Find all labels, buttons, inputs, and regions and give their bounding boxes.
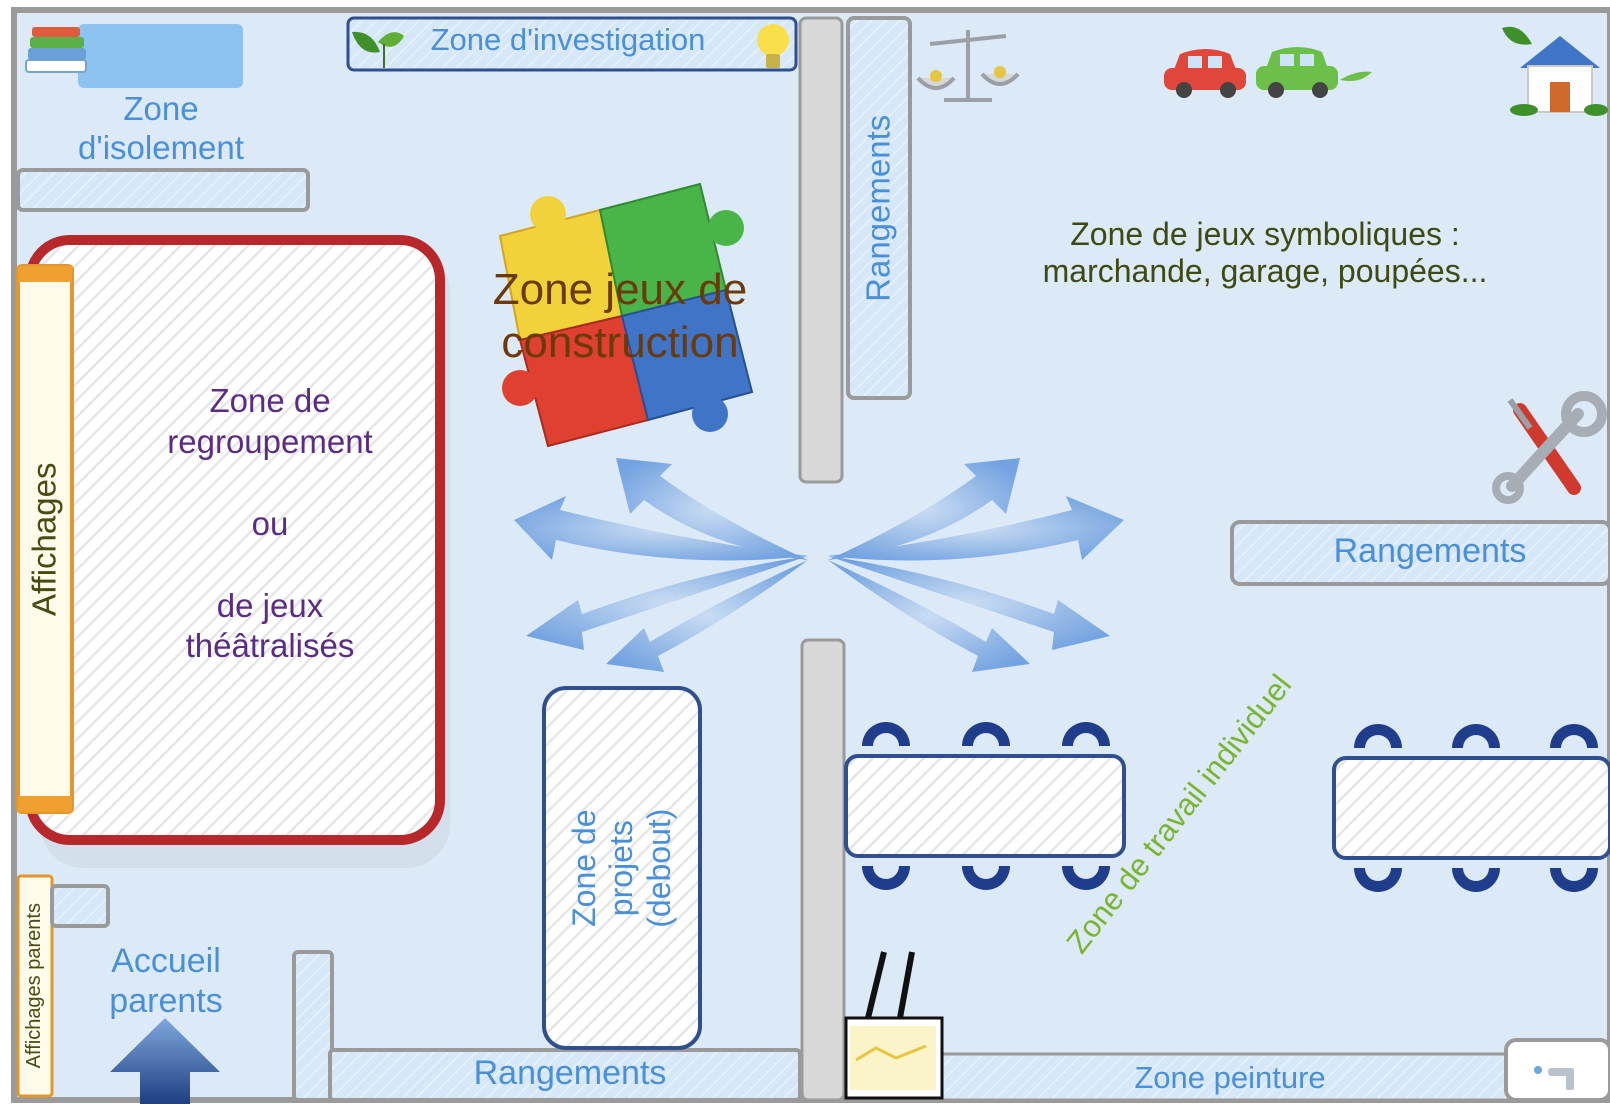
leaf-icon [352, 31, 404, 68]
work-table-left [844, 754, 1126, 858]
faucet-icon [1534, 1066, 1574, 1090]
zone-investigation-label: Zone d'investigation [430, 22, 706, 57]
top-middle-storage-label-wrap: Rangements [848, 18, 910, 398]
affichages-label-wrap: Affichages [18, 266, 72, 812]
isolement-shelf [16, 168, 310, 212]
affichages-parents-label-wrap: Affichages parents [18, 876, 52, 1096]
affichages-label: Affichages [25, 462, 63, 616]
puzzle-icon [498, 182, 754, 448]
chair-top [1354, 724, 1402, 748]
bottom-storage-post [292, 950, 334, 1102]
zone-construction-label: Zone jeux de construction [492, 265, 748, 367]
small-shelf [50, 884, 110, 928]
house-icon [1502, 26, 1608, 116]
chair-bottom [862, 866, 910, 890]
chair-bottom [1452, 868, 1500, 892]
chair-top [1452, 724, 1500, 748]
accueil-parents-label: Accueil parents [109, 942, 223, 1020]
balance-scale-icon [916, 30, 1020, 102]
affichages-parents-board [16, 874, 54, 1098]
partition-top [798, 16, 844, 484]
zone-regroupement-label: Zone de regroupement ou de jeux théâtral… [167, 382, 373, 665]
work-table-right [1332, 756, 1610, 860]
chair-bottom [1062, 866, 1110, 890]
easel-icon [844, 951, 944, 1100]
books-icon [25, 27, 87, 73]
chair-bottom [1550, 868, 1598, 892]
red-car-icon [1164, 49, 1246, 98]
chairs [862, 722, 1598, 892]
isolement-block [78, 24, 243, 88]
zone-projets-label-wrap: Zone de projets (debout) [544, 688, 700, 1048]
chair-top [1550, 724, 1598, 748]
entrance-arrow-icon [110, 1018, 220, 1104]
zone-peinture-label: Zone peinture [1134, 1060, 1326, 1095]
tools-icon [1492, 391, 1607, 504]
peinture-counter [928, 1052, 1532, 1102]
lightbulb-icon [757, 24, 789, 68]
chair-top [862, 722, 910, 746]
zone-symboliques-label: Zone de jeux symboliques : marchande, ga… [1042, 216, 1488, 290]
projets-table [542, 686, 702, 1050]
partition-bottom [800, 638, 846, 1102]
chair-bottom [1354, 868, 1402, 892]
investigation-banner [346, 16, 798, 72]
right-storage-label: Rangements [1333, 532, 1527, 570]
circulation-arrows-icon [514, 458, 1124, 672]
affichages-parents-label: Affichages parents [23, 903, 46, 1069]
chair-top [1062, 722, 1110, 746]
green-car-icon [1256, 47, 1372, 98]
top-middle-storage [846, 16, 912, 400]
zone-isolement-label: Zone d'isolement [78, 90, 244, 166]
zone-projets-label: Zone de projets (debout) [565, 808, 677, 928]
chair-bottom [962, 866, 1010, 890]
top-middle-storage-label: Rangements [859, 114, 897, 302]
bottom-storage [328, 1048, 802, 1102]
right-storage [1230, 520, 1610, 586]
chair-top [962, 722, 1010, 746]
bottom-storage-label: Rangements [473, 1054, 667, 1092]
